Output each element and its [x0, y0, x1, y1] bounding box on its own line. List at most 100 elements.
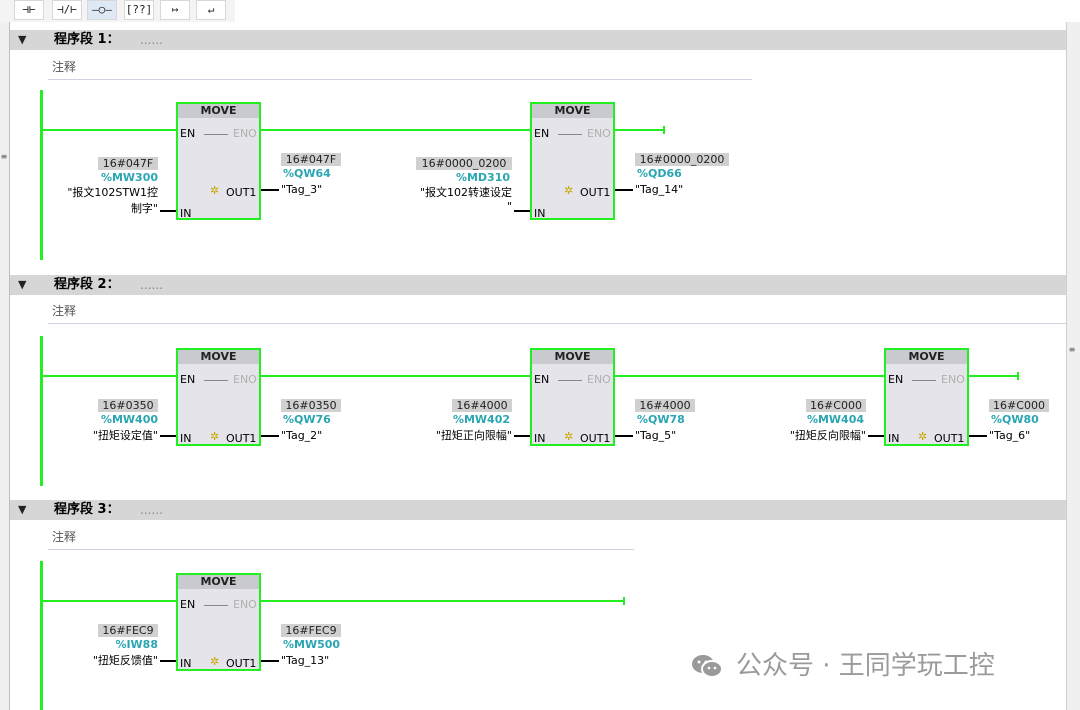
spark-icon: ✲ — [564, 430, 574, 443]
out-address[interactable]: %QW64 — [283, 167, 331, 180]
in-address[interactable]: %MW402 — [452, 413, 510, 426]
network-comment[interactable]: 注释 — [48, 526, 634, 550]
eno-pin[interactable]: ENO — [233, 127, 257, 140]
out1-pin[interactable]: OUT1 — [580, 432, 611, 445]
en-eno-link — [204, 605, 228, 606]
power-wire — [261, 375, 530, 377]
in-symbol[interactable]: "扭矩反馈值" — [92, 654, 158, 667]
network-comment[interactable]: 注释 — [48, 56, 752, 80]
out-symbol[interactable]: "Tag_6" — [989, 429, 1031, 442]
power-wire — [42, 375, 176, 377]
splitter-grip-icon[interactable]: ≡ — [0, 152, 8, 161]
close-branch-icon[interactable]: ↵ — [196, 0, 226, 20]
in-symbol[interactable]: "扭矩设定值" — [92, 429, 158, 442]
out-address[interactable]: %QW80 — [991, 413, 1039, 426]
in-address[interactable]: %MW400 — [100, 413, 158, 426]
out-value: 16#C000 — [989, 399, 1049, 412]
move-block[interactable]: MOVE EN ENO IN ✲ OUT1 — [176, 573, 261, 671]
out1-pin[interactable]: OUT1 — [580, 186, 611, 199]
in-value: 16#FEC9 — [98, 624, 158, 637]
coil-icon[interactable]: –○– — [87, 0, 117, 20]
out-symbol[interactable]: "Tag_3" — [281, 183, 323, 196]
en-pin[interactable]: EN — [534, 127, 550, 140]
move-block[interactable]: MOVE EN ENO ✲ OUT1 IN — [176, 102, 261, 220]
no-contact-icon[interactable]: ⊣⊢ — [14, 0, 44, 20]
in-connector — [160, 660, 176, 662]
out-address[interactable]: %QD66 — [637, 167, 682, 180]
out-address[interactable]: %QW76 — [283, 413, 331, 426]
collapse-arrow-icon[interactable]: ▼ — [18, 278, 27, 291]
block-title: MOVE — [532, 350, 613, 364]
in-symbol[interactable]: "扭矩反向限幅" — [789, 429, 866, 442]
eno-pin[interactable]: ENO — [587, 127, 611, 140]
out-symbol[interactable]: "Tag_2" — [281, 429, 323, 442]
out1-pin[interactable]: OUT1 — [226, 657, 257, 670]
in-pin[interactable]: IN — [534, 207, 546, 220]
move-block[interactable]: MOVE EN ENO IN ✲ OUT1 — [530, 348, 615, 446]
out-symbol[interactable]: "Tag_5" — [635, 429, 677, 442]
out-value: 16#4000 — [635, 399, 695, 412]
eno-pin[interactable]: ENO — [587, 373, 611, 386]
en-pin[interactable]: EN — [180, 127, 196, 140]
network-title-placeholder[interactable]: ...... — [140, 33, 163, 47]
in-address[interactable]: %MW404 — [806, 413, 864, 426]
open-branch-icon[interactable]: ↦ — [160, 0, 190, 20]
out1-pin[interactable]: OUT1 — [934, 432, 965, 445]
network-title-placeholder[interactable]: ...... — [140, 503, 163, 517]
move-block[interactable]: MOVE EN ENO IN ✲ OUT1 — [176, 348, 261, 446]
nc-contact-icon[interactable]: ⊣/⊢ — [52, 0, 82, 20]
network-title: 程序段 1： — [54, 32, 120, 47]
en-pin[interactable]: EN — [180, 598, 196, 611]
eno-pin[interactable]: ENO — [233, 598, 257, 611]
in-connector — [160, 435, 176, 437]
en-pin[interactable]: EN — [180, 373, 196, 386]
in-pin[interactable]: IN — [180, 207, 192, 220]
network-1-header[interactable]: ▼ 程序段 1： ...... — [10, 30, 1066, 50]
in-symbol[interactable]: "报文102转速设定 — [419, 186, 512, 199]
spark-icon: ✲ — [918, 430, 928, 443]
left-splitter[interactable] — [0, 22, 10, 710]
out1-pin[interactable]: OUT1 — [226, 432, 257, 445]
out1-pin[interactable]: OUT1 — [226, 186, 257, 199]
en-pin[interactable]: EN — [888, 373, 904, 386]
out-address[interactable]: %MW500 — [283, 638, 341, 651]
wire-end — [663, 126, 665, 134]
in-symbol-line2[interactable]: 制字" — [130, 202, 158, 215]
in-pin[interactable]: IN — [888, 432, 900, 445]
in-pin[interactable]: IN — [180, 657, 192, 670]
in-pin[interactable]: IN — [534, 432, 546, 445]
collapse-arrow-icon[interactable]: ▼ — [18, 33, 27, 46]
in-symbol[interactable]: "报文102STW1控 — [67, 186, 158, 199]
in-address[interactable]: %IW88 — [115, 638, 158, 651]
network-title-placeholder[interactable]: ...... — [140, 278, 163, 292]
in-symbol[interactable]: "扭矩正向限幅" — [435, 429, 512, 442]
eno-pin[interactable]: ENO — [941, 373, 965, 386]
network-2-header[interactable]: ▼ 程序段 2： ...... — [10, 275, 1066, 295]
power-wire — [261, 600, 625, 602]
out-symbol[interactable]: "Tag_13" — [281, 654, 330, 667]
move-block[interactable]: MOVE EN ENO IN ✲ OUT1 — [884, 348, 969, 446]
out-value: 16#0350 — [281, 399, 341, 412]
en-eno-link — [558, 380, 582, 381]
block-title: MOVE — [178, 104, 259, 118]
en-pin[interactable]: EN — [534, 373, 550, 386]
en-eno-link — [558, 134, 582, 135]
network-3-header[interactable]: ▼ 程序段 3： ...... — [10, 500, 1066, 520]
in-symbol-line2[interactable]: " — [506, 200, 512, 213]
out-value: 16#0000_0200 — [635, 153, 729, 166]
in-address[interactable]: %MW300 — [100, 171, 158, 184]
in-pin[interactable]: IN — [180, 432, 192, 445]
out-connector — [615, 435, 633, 437]
in-value: 16#4000 — [452, 399, 512, 412]
in-address[interactable]: %MD310 — [455, 171, 510, 184]
move-block[interactable]: MOVE EN ENO ✲ OUT1 IN — [530, 102, 615, 220]
eno-pin[interactable]: ENO — [233, 373, 257, 386]
block-title: MOVE — [886, 350, 967, 364]
scroll-grip-icon[interactable]: ≡ — [1068, 345, 1076, 354]
out-symbol[interactable]: "Tag_14" — [635, 183, 684, 196]
vertical-scrollbar[interactable] — [1066, 22, 1080, 710]
out-address[interactable]: %QW78 — [637, 413, 685, 426]
collapse-arrow-icon[interactable]: ▼ — [18, 503, 27, 516]
network-comment[interactable]: 注释 — [48, 300, 1066, 324]
empty-box-icon[interactable]: [??] — [124, 0, 154, 20]
